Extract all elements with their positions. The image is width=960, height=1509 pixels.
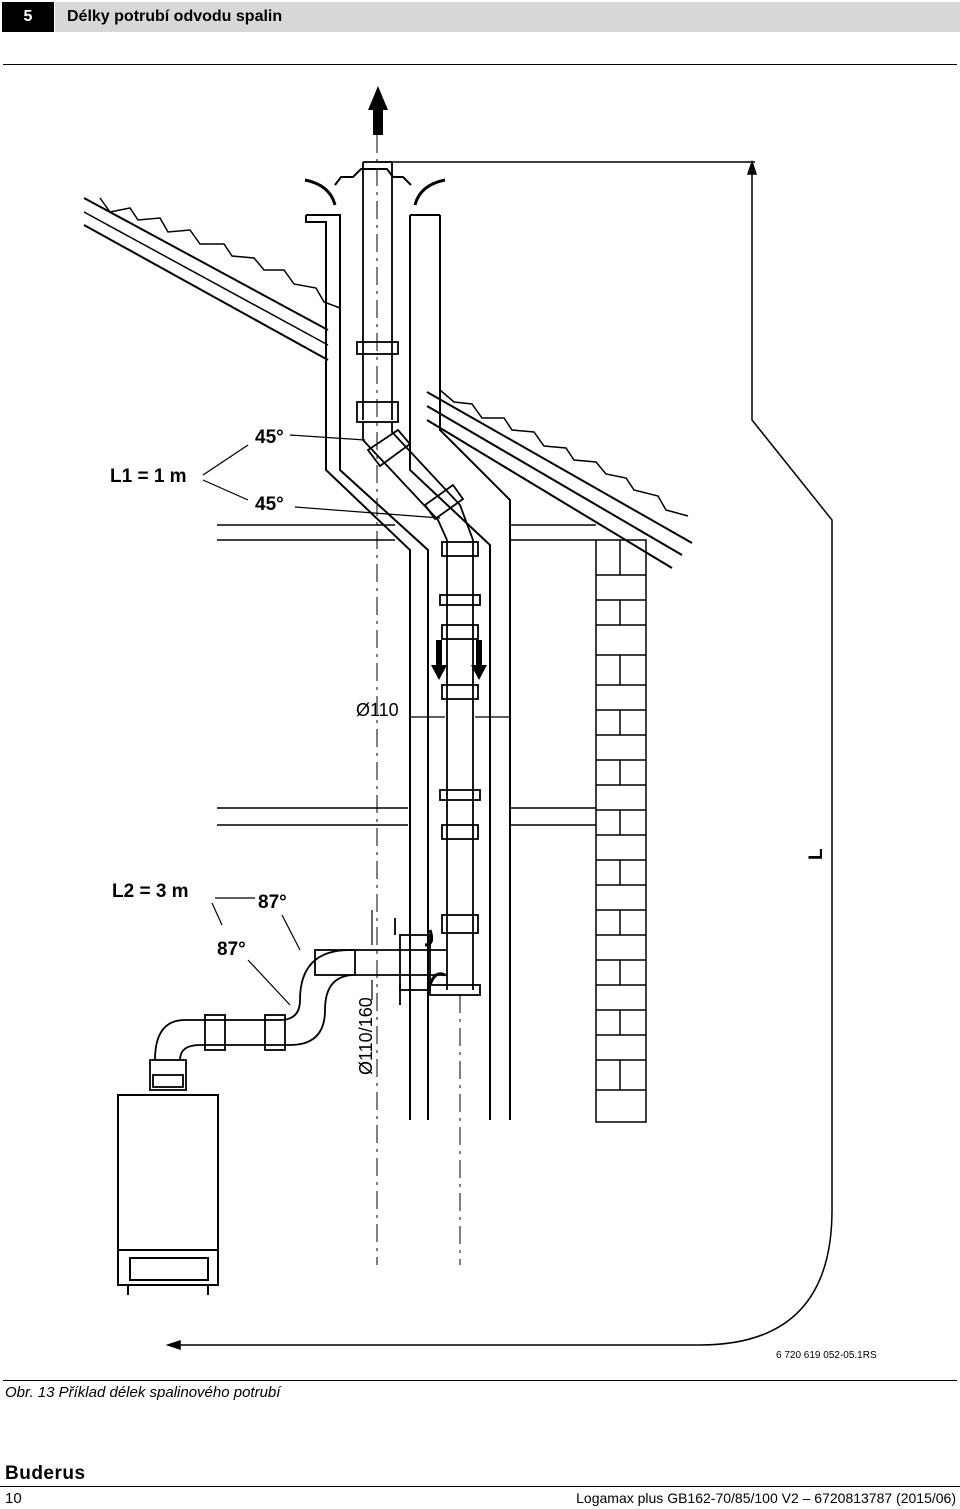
figure-id: 6 720 619 052-05.1RS [776,1350,877,1361]
elbow-45 [362,422,474,541]
page-header: 5 Délky potrubí odvodu spalin [0,0,960,34]
label-l1: L1 = 1 m [110,466,187,487]
roof-left [83,197,341,361]
brand-logo: Buderus [5,1463,86,1484]
dimension-line-l [165,159,833,1351]
flue-pipe-lower [429,540,481,1265]
label-length-l: L [806,848,827,860]
chapter-title: Délky potrubí odvodu spalin [55,2,960,32]
document-reference: Logamax plus GB162-70/85/100 V2 – 672081… [576,1490,956,1506]
label-angle-45-bottom: 45° [255,494,284,515]
label-diameter-110: Ø110 [356,700,399,720]
figure-frame [3,64,957,1381]
roof-right [426,389,693,569]
label-l2: L2 = 3 m [112,881,189,902]
chapter-number: 5 [2,2,54,32]
leader-lines [202,434,510,1006]
flow-arrows [368,86,487,680]
page-number: 10 [5,1490,22,1507]
label-diameter-110-160: Ø110/160 [356,997,376,1075]
brick-wall [595,539,647,1123]
label-angle-87-left: 87° [217,939,246,960]
boiler [117,1094,219,1295]
air-intake-arrows [304,178,446,986]
flue-pipe-upper [356,135,399,1265]
floor-slabs [217,524,596,826]
label-angle-45-top: 45° [255,427,284,448]
label-angle-87-right: 87° [258,892,287,913]
footer-rule [0,1486,960,1487]
connection-pipes [149,918,447,1091]
figure-caption: Obr. 13 Příklad délek spalinového potrub… [5,1384,281,1401]
